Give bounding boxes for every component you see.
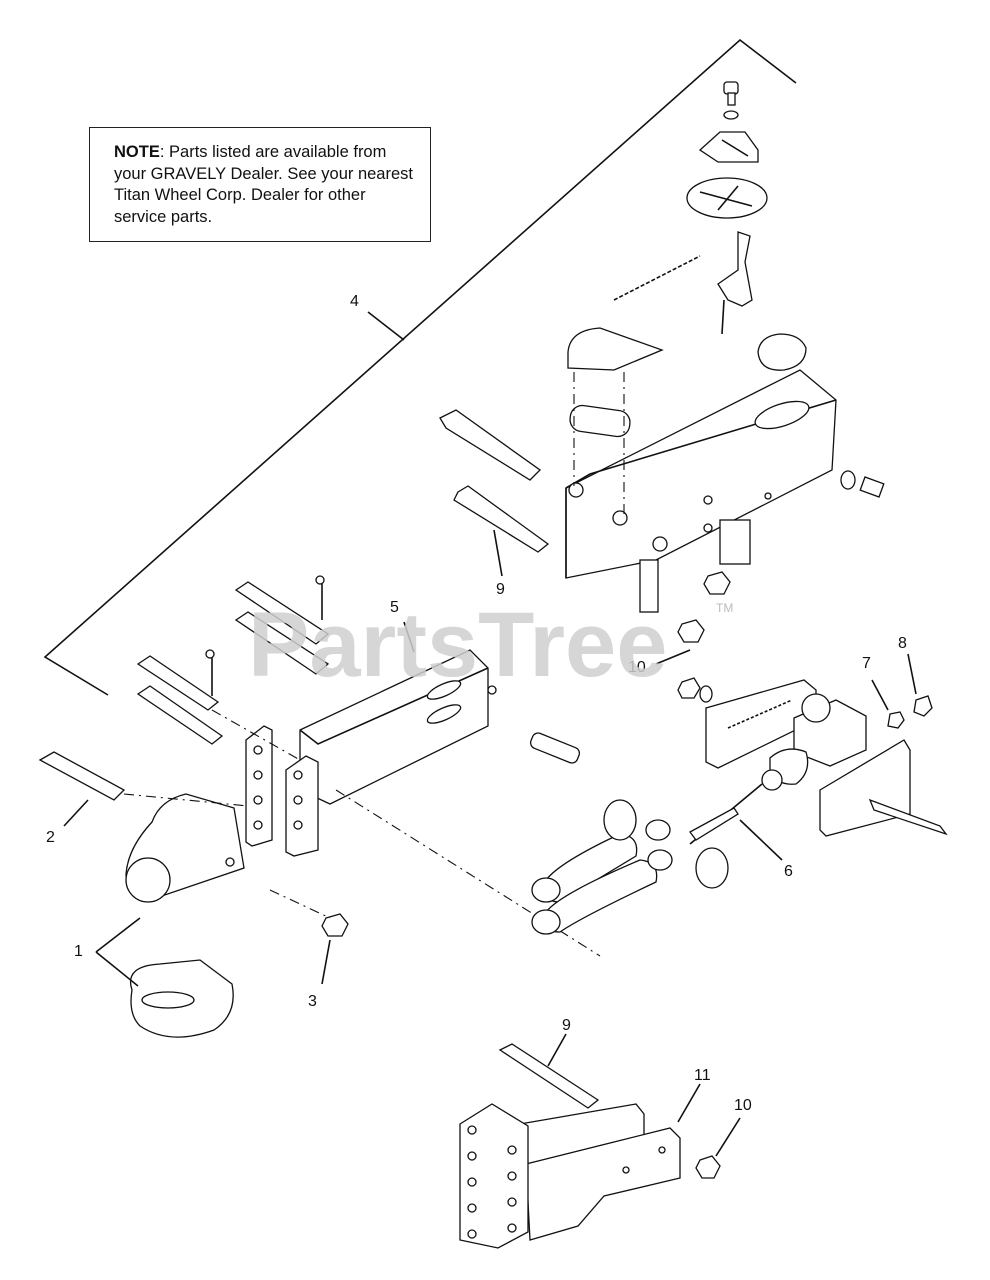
callout-leader-4 — [367, 311, 405, 341]
callout-9-upper: 9 — [496, 581, 505, 598]
actuator-assembly — [677, 677, 948, 845]
callout-1: 1 — [74, 943, 83, 960]
note-label: NOTE — [114, 143, 160, 161]
pin-upper-2 — [234, 611, 330, 675]
note-text: : Parts listed are available from your G… — [114, 143, 413, 226]
drawbar-frame-assembly — [38, 575, 601, 1038]
coupler-top-cover — [567, 327, 664, 371]
mounting-bracket-assembly — [459, 1043, 721, 1249]
mount-plate-right — [285, 755, 319, 857]
callout-4: 4 — [350, 293, 359, 310]
top-bolt — [723, 81, 739, 95]
actuator-rod-6 — [689, 807, 739, 841]
watermark: PartsTree — [248, 594, 667, 696]
assembly-bracket-line — [43, 38, 797, 696]
shock-absorber-assembly — [529, 732, 729, 935]
side-bolt — [859, 476, 885, 498]
spacer-tube — [569, 404, 631, 438]
callout-11: 11 — [694, 1067, 711, 1084]
bolt-2 — [38, 751, 126, 801]
lock-nut-upper — [703, 571, 731, 595]
note-box: NOTE: Parts listed are available from yo… — [89, 127, 431, 242]
latch-handle — [717, 231, 753, 307]
pin-lower-1 — [136, 655, 220, 711]
hitch-ball — [125, 857, 171, 903]
bracket-face-plate — [459, 1103, 529, 1249]
nut-mid — [677, 677, 701, 699]
callout-numbers: 1 2 3 4 5 6 7 8 9 9 10 10 11 — [46, 293, 907, 1114]
lower-flange — [639, 559, 659, 613]
nut-8 — [913, 695, 933, 717]
bolt-9-lower — [498, 1043, 600, 1109]
mount-plate-left — [245, 725, 273, 847]
coupler-bolt-upper — [439, 409, 542, 481]
callout-leaders — [63, 529, 917, 1157]
actuator-bolt — [868, 798, 948, 836]
latch-bracket — [698, 131, 759, 163]
drawbar-slot-2 — [426, 704, 462, 724]
lock-nut-10 — [677, 619, 705, 643]
callout-10-upper: 10 — [628, 659, 646, 676]
nut-10-lower — [695, 1155, 721, 1179]
coupler-bolt-9 — [453, 485, 550, 553]
drawbar-slot-1 — [426, 680, 462, 700]
pin-upper-1 — [234, 581, 330, 645]
bracket-11-front — [525, 1127, 681, 1241]
pin-lower-2 — [136, 685, 224, 745]
latch-pin — [721, 299, 725, 335]
coupler-slot — [754, 400, 810, 430]
callout-6: 6 — [784, 863, 793, 880]
bushing-1 — [603, 799, 637, 841]
callout-2: 2 — [46, 829, 55, 846]
side-washer — [840, 470, 856, 490]
callout-8: 8 — [898, 635, 907, 652]
callout-9-lower: 9 — [562, 1017, 571, 1034]
callout-5: 5 — [390, 599, 399, 616]
upper-coupler-assembly — [439, 81, 885, 643]
roller-pin — [529, 732, 581, 764]
top-bolt-shank — [727, 92, 736, 106]
safety-chain — [613, 255, 701, 301]
rubber-cap — [757, 333, 807, 371]
washer-7 — [887, 711, 905, 729]
watermark-tm: TM — [716, 601, 733, 615]
callout-3: 3 — [308, 993, 317, 1010]
bushing-2 — [695, 847, 729, 889]
callout-10-lower: 10 — [734, 1097, 752, 1114]
callout-7: 7 — [862, 655, 871, 672]
nut-3 — [321, 913, 349, 937]
spring-coil — [727, 699, 793, 729]
top-washer — [723, 110, 739, 120]
